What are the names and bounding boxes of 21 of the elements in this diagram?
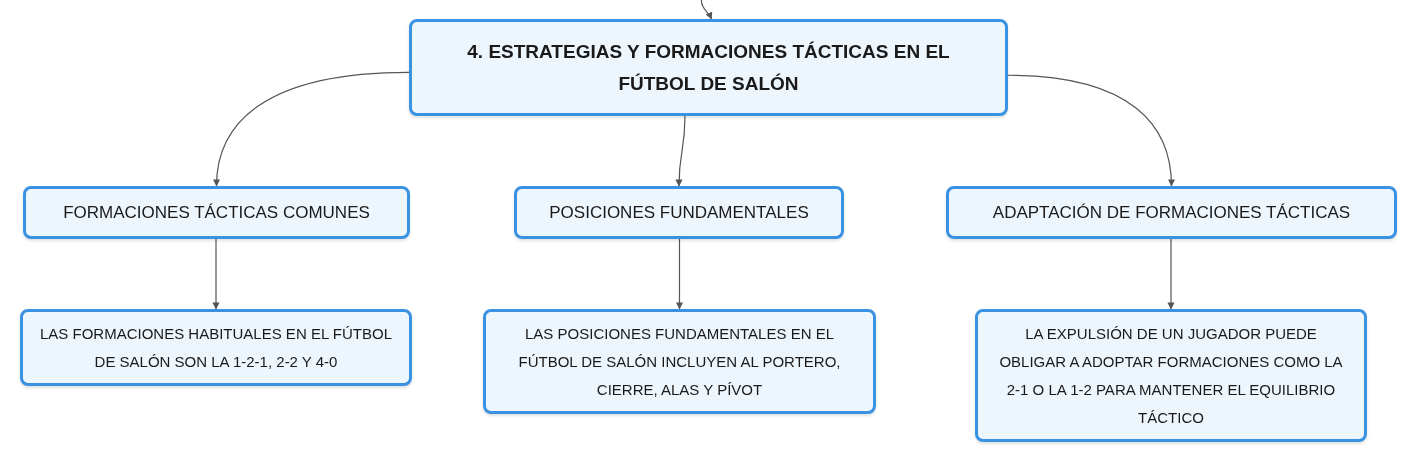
- topic-box: [409, 19, 1008, 116]
- topic-box: [20, 309, 412, 386]
- topic-text: LA EXPULSIÓN DE UN JUGADOR PUEDE OBLIGAR A ADOPTAR FORMACIONES COMO LA 2-1 O LA 1-2 PARA MANTENER EL EQUILIBRIO TÁCTICO: [998, 323, 1344, 428]
- connector-arrow: [675, 238, 684, 310]
- topic-box: [483, 309, 876, 414]
- connector-arrow: [1007, 74, 1175, 187]
- topic-text: 4. ESTRATEGIAS Y FORMACIONES TÁCTICAS EN EL FÚTBOL DE SALÓN: [466, 39, 951, 96]
- connector-arrow: [213, 71, 410, 187]
- connector-arrow: [700, 0, 713, 20]
- topic-text: ADAPTACIÓN DE FORMACIONES TÁCTICAS: [991, 201, 1352, 224]
- topic-text: POSICIONES FUNDAMENTALES: [548, 201, 810, 224]
- topic-text: FORMACIONES TÁCTICAS COMUNES: [62, 201, 371, 224]
- connector-arrow: [1167, 238, 1175, 310]
- connector-arrow: [212, 238, 220, 310]
- topic-text: LAS FORMACIONES HABITUALES EN EL FÚTBOL DE SALÓN SON LA 1-2-1, 2-2 Y 4-0: [39, 323, 393, 372]
- topic-box: [514, 186, 844, 239]
- topic-box: [23, 186, 410, 239]
- connector-arrow: [675, 115, 686, 187]
- topic-text: LAS POSICIONES FUNDAMENTALES EN EL FÚTBOL DE SALÓN INCLUYEN AL PORTERO, CIERRE, ALAS Y PÍVOT: [517, 323, 842, 400]
- topic-box: [975, 309, 1367, 442]
- topic-box: [946, 186, 1397, 239]
